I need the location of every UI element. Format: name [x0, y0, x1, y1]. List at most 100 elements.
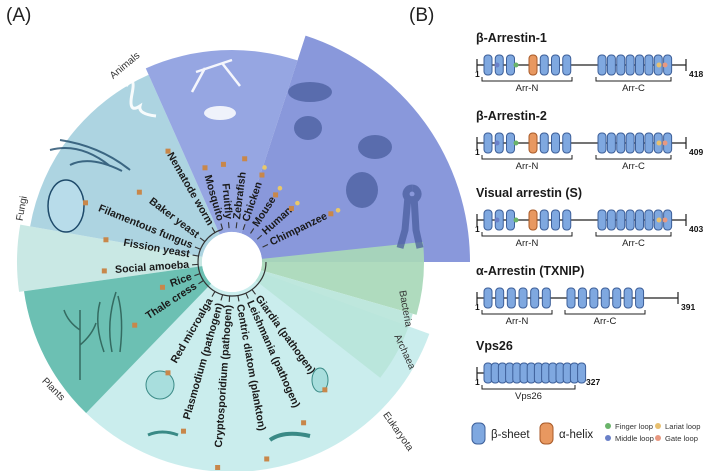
tree-sectors — [16, 35, 470, 471]
branch-nematode-worm — [211, 227, 216, 233]
organism-silhouettes — [47, 58, 424, 442]
animals-inner-sector — [145, 49, 298, 235]
thale-cress-silhouette-icon — [63, 309, 97, 380]
leishmania-silhouette-icon — [268, 431, 311, 442]
finger-loop-marker — [513, 140, 519, 146]
fruitfly-silhouette-icon — [204, 106, 236, 120]
group-label-animals: Animals — [108, 50, 142, 81]
domain-arr-n-bracket — [481, 77, 573, 82]
chicken-silhouette-icon — [294, 116, 322, 140]
beta-sheet-segment — [506, 132, 515, 154]
branch-thale-cress — [198, 280, 204, 285]
beta-sheet-segment — [635, 287, 645, 309]
ortholog-marker-zebrafish — [242, 156, 248, 162]
beta-sheet-segment — [495, 287, 505, 309]
branch-filamentous-fungus — [194, 246, 201, 250]
zebrafish-silhouette-icon — [288, 82, 332, 102]
protein-name: β-Arrestin-1 — [476, 31, 547, 45]
middle-loop-marker — [494, 140, 500, 146]
branch-red-microalga — [211, 291, 216, 297]
rice-plant-silhouette-icon — [97, 291, 123, 353]
beta-sheet-segment — [616, 209, 626, 231]
beta-sheet-segment — [606, 54, 616, 76]
branch-centric-diatom-plankton — [237, 295, 240, 302]
legend-alpha-helix-label: α-helix — [559, 429, 593, 441]
yeast-cell-silhouette-icon — [47, 179, 85, 233]
beta-sheet-segment — [644, 209, 654, 231]
species-label-fruitfly: Fruitfly — [219, 183, 234, 220]
ortholog-marker-mosquito — [202, 165, 208, 171]
sequence-start-number: 1 — [475, 302, 480, 312]
beta-sheet-segment — [506, 287, 516, 309]
beta-sheet-segment — [597, 132, 607, 154]
branch-zebrafish — [235, 222, 238, 229]
domain-arr-n-bracket — [481, 155, 573, 160]
branch-chimpanzee — [262, 243, 269, 248]
branch-baker-yeast — [199, 237, 206, 242]
human-silhouette-icon — [396, 184, 424, 249]
giardia-silhouette-icon — [311, 367, 329, 393]
tree-branches — [192, 222, 269, 302]
plants-band — [16, 224, 203, 292]
legend-middle-loop-icon — [605, 435, 611, 441]
legend-beta-sheet-icon — [471, 422, 486, 445]
legend-lariat-loop-label: Lariat loop — [665, 422, 700, 431]
beta-sheet-segment — [483, 132, 493, 154]
beta-sheet-segment — [577, 287, 587, 309]
ortholog-marker-rice — [159, 284, 165, 290]
branch-rice — [194, 273, 201, 277]
beta-sheet-segment — [577, 362, 587, 384]
branch-leishmania-pathogen — [245, 292, 249, 299]
branch-mosquito — [220, 223, 224, 230]
sequence-length-number: 403 — [689, 224, 703, 234]
beta-sheet-segment — [562, 54, 572, 76]
ortholog-marker-secondary-chicken — [262, 165, 267, 170]
ortholog-marker-red-microalga — [165, 370, 171, 376]
middle-loop-marker — [494, 62, 500, 68]
beta-sheet-segment — [483, 54, 493, 76]
domain-vps26-label: Vps26 — [515, 391, 542, 402]
red-microalga-silhouette-icon — [145, 370, 175, 400]
tree-center — [202, 232, 262, 292]
beta-sheet-segment — [616, 132, 626, 154]
ortholog-marker-centric-diatom-plankton — [264, 456, 270, 462]
legend-lariat-loop-icon — [655, 423, 661, 429]
protein-name: Visual arrestin (S) — [476, 186, 582, 200]
domain-arr-c-label: Arr-C — [622, 83, 645, 94]
protein-name: β-Arrestin-2 — [476, 109, 547, 123]
beta-sheet-segment — [518, 287, 528, 309]
beta-sheet-segment — [625, 209, 635, 231]
plants-sector — [24, 266, 212, 414]
ortholog-marker-secondary-mouse — [277, 185, 283, 191]
beta-sheet-segment — [625, 54, 635, 76]
legend-beta-sheet-label: β-sheet — [491, 429, 530, 441]
protein-name: α-Arrestin (TXNIP) — [476, 264, 584, 278]
beta-sheet-segment — [562, 132, 572, 154]
lariat-loop-marker — [656, 62, 662, 68]
lariat-loop-marker — [656, 217, 662, 223]
protein-name: Vps26 — [476, 339, 513, 353]
sequence-length-number: 391 — [681, 302, 695, 312]
beta-sheet-segment — [539, 132, 549, 154]
sequence-start-number: 1 — [475, 377, 480, 387]
legend-gate-loop-label: Gate loop — [665, 434, 698, 443]
ortholog-marker-secondary-chimpanzee — [335, 207, 341, 213]
beta-sheet-segment — [616, 54, 626, 76]
ortholog-marker-thale-cress — [132, 322, 138, 328]
domain-arr-n-bracket — [481, 232, 573, 237]
beta-sheet-segment — [635, 132, 644, 154]
bacteria-sector — [260, 241, 424, 315]
ortholog-marker-human — [288, 205, 294, 211]
gate-loop-marker — [662, 217, 668, 223]
alpha-helix-segment — [528, 209, 538, 231]
beta-sheet-segment — [562, 209, 572, 231]
branch-fission-yeast — [192, 254, 199, 257]
domain-arr-n-label: Arr-N — [506, 316, 529, 327]
beta-sheet-segment — [483, 287, 493, 309]
domain-arr-c-bracket — [595, 155, 672, 160]
